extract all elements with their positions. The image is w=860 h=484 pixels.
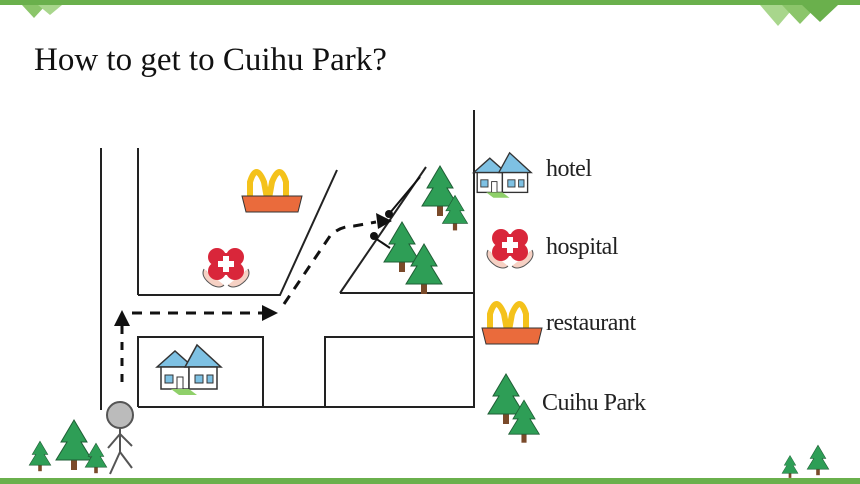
- corner-triangles-top-left: [22, 5, 62, 18]
- bottom-right-trees: [781, 444, 830, 479]
- bottom-accent-bar: [0, 478, 860, 484]
- restaurant-icon: [482, 304, 542, 344]
- corner-triangles-top-right: [760, 5, 838, 26]
- top-accent-bar: [0, 0, 860, 5]
- bottom-left-trees: [28, 419, 108, 474]
- map-hospital-icon: [202, 247, 250, 288]
- park-pointer: [370, 176, 421, 249]
- map-park-trees: [383, 165, 468, 295]
- hospital-icon: [486, 228, 534, 269]
- hotel-icon: [472, 152, 532, 199]
- map-house-icon: [156, 344, 222, 396]
- route-path: [114, 213, 392, 382]
- legend-label-restaurant: restaurant: [546, 310, 636, 336]
- park-icon: [487, 373, 540, 444]
- legend-label-park: Cuihu Park: [542, 390, 646, 416]
- legend-label-hospital: hospital: [546, 234, 619, 260]
- person-figure: [106, 401, 134, 475]
- legend-label-hotel: hotel: [546, 156, 592, 182]
- map-restaurant-icon: [242, 172, 302, 212]
- page-title: How to get to Cuihu Park?: [34, 42, 387, 78]
